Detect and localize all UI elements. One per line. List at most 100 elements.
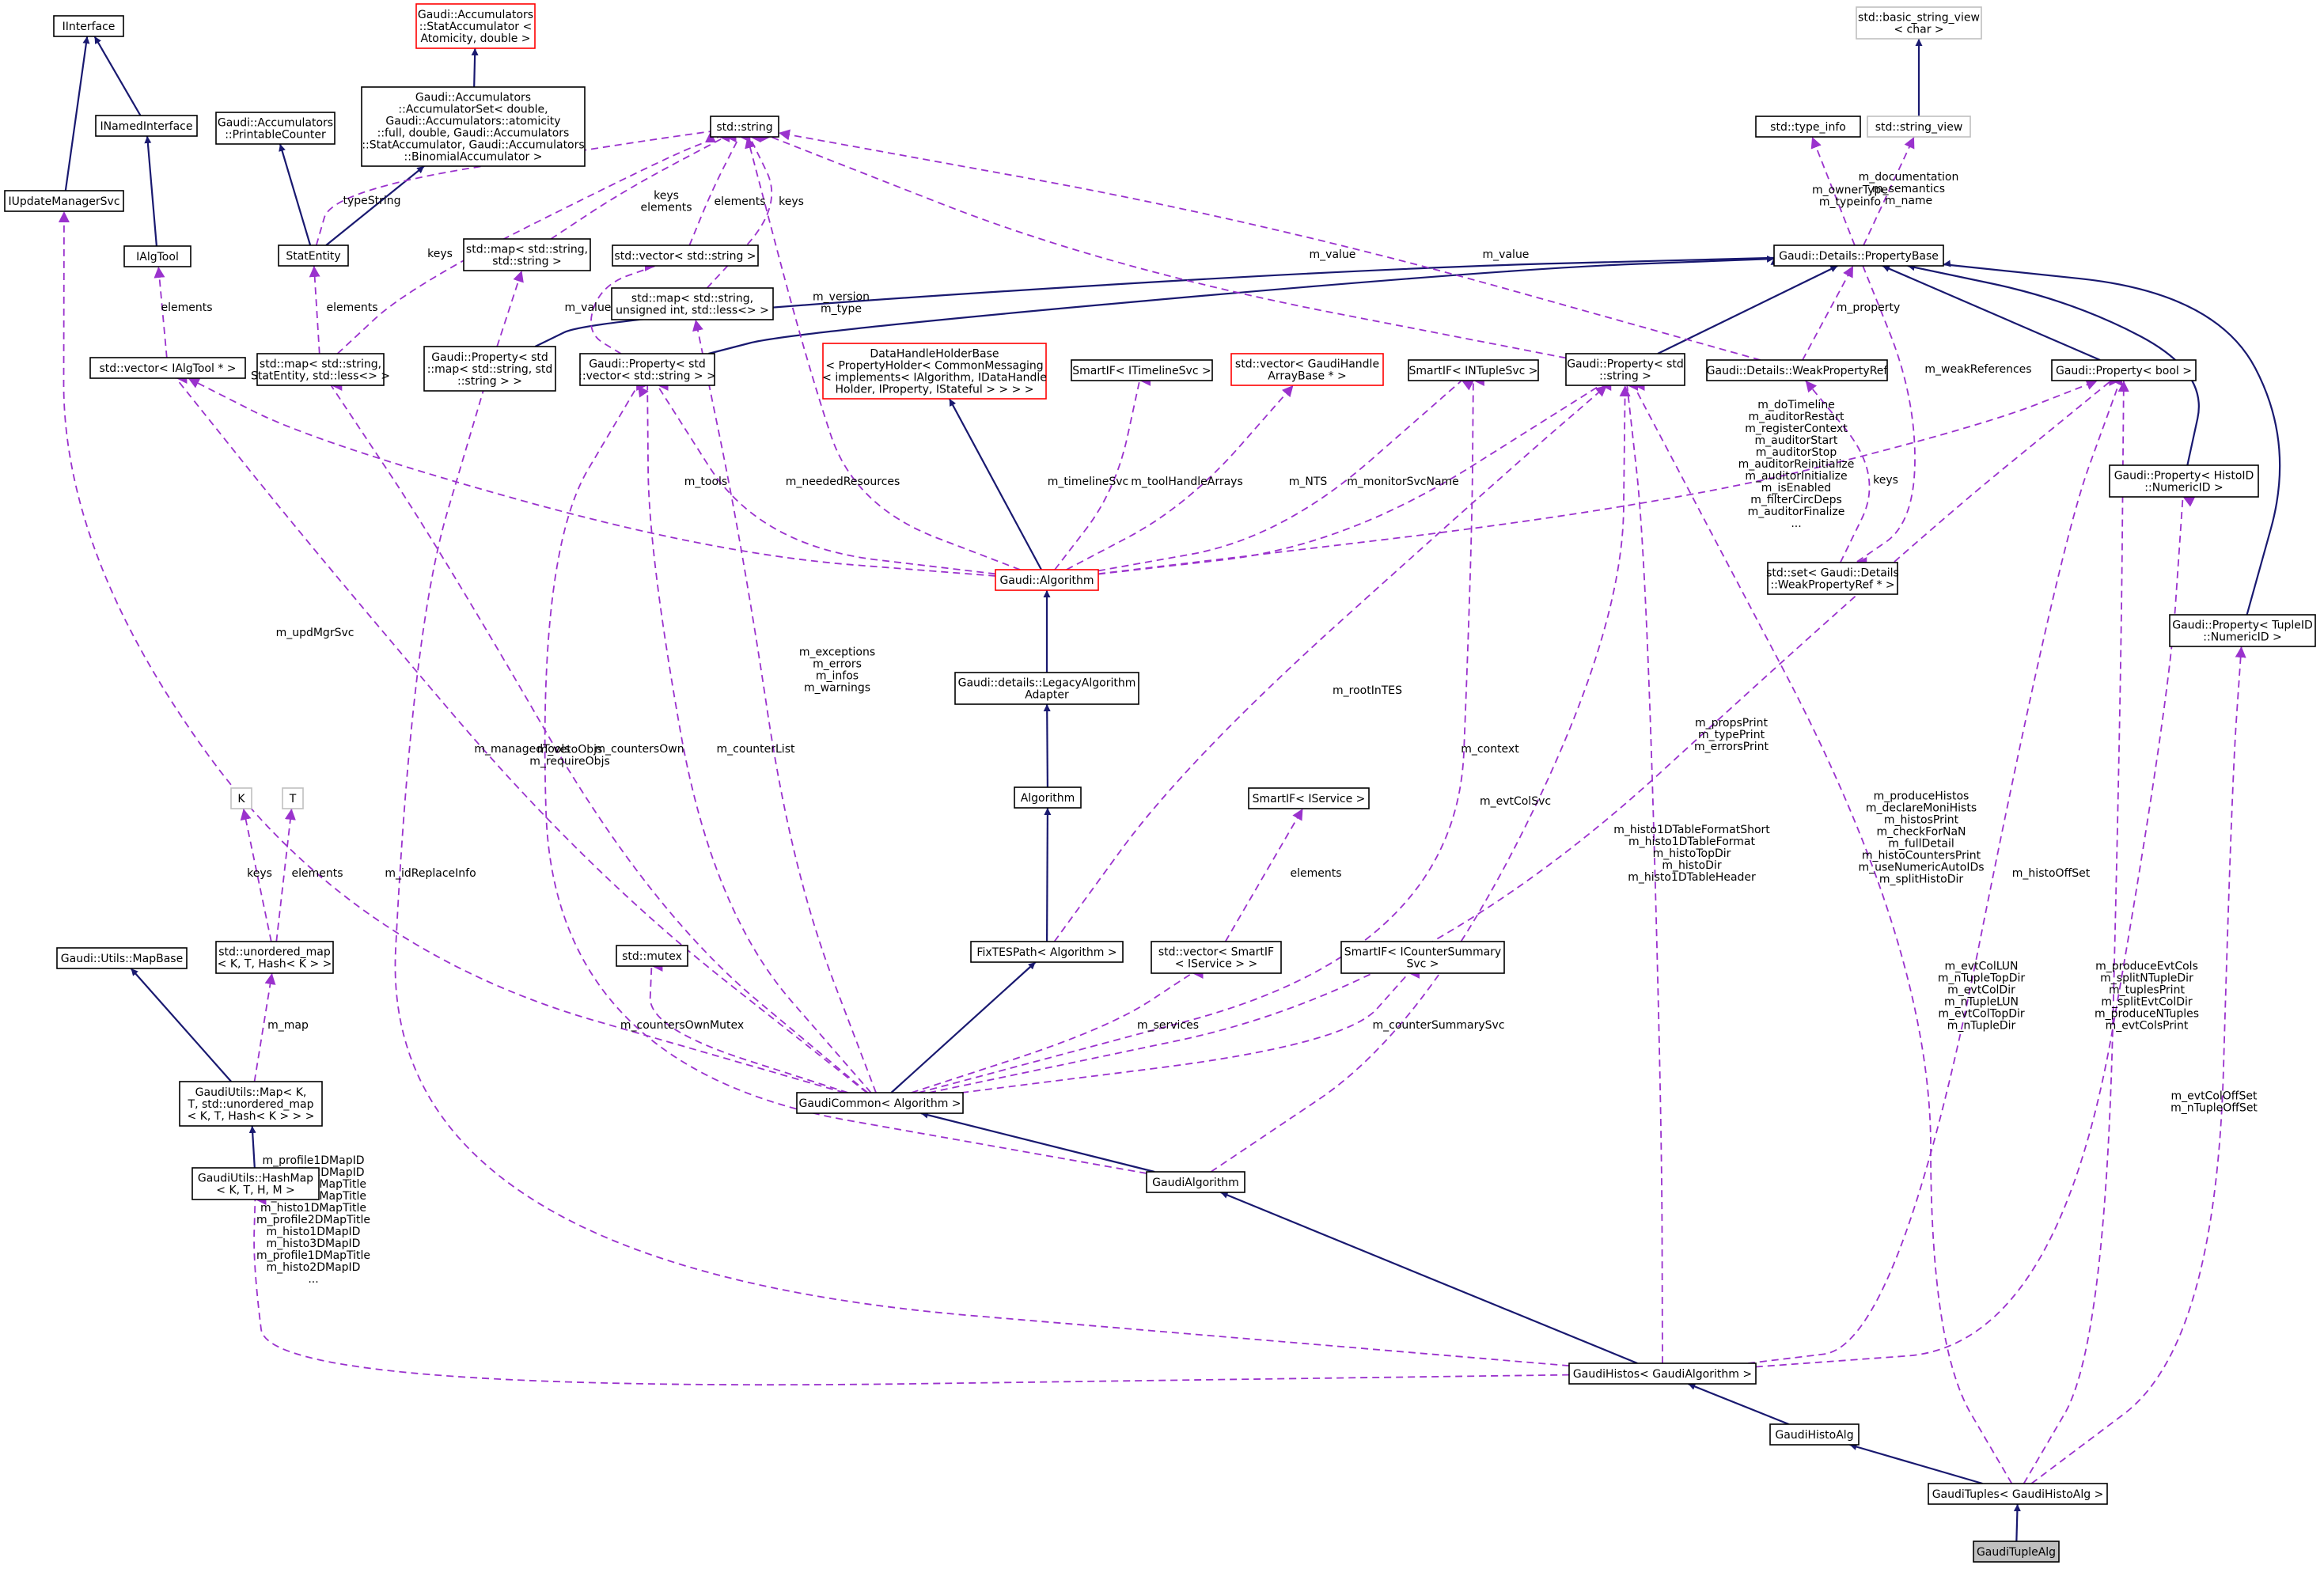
edge-label-elements2: elements: [161, 301, 212, 314]
node-label-line: GaudiUtils::Map< K,: [195, 1086, 307, 1099]
edge-label-line: elements: [161, 301, 212, 314]
class-node-smart_timeline[interactable]: SmartIF< ITimelineSvc >: [1071, 359, 1213, 381]
edge-path: [64, 36, 90, 191]
node-box: [215, 112, 336, 145]
class-node-stdstring[interactable]: std::string: [710, 116, 779, 138]
node-label-line: ::NumericID >: [2203, 631, 2281, 644]
class-node-mapbase[interactable]: Gaudi::Utils::MapBase: [56, 947, 188, 969]
usage-edge-gaudicommon-to-mutex: [646, 965, 848, 1093]
class-node-fixtes[interactable]: FixTESPath< Algorithm >: [970, 941, 1124, 963]
class-node-accset[interactable]: Gaudi::Accumulators::AccumulatorSet< dou…: [361, 86, 586, 167]
class-node-statentity[interactable]: StatEntity: [278, 244, 349, 267]
class-node-statacc[interactable]: Gaudi::Accumulators::StatAccumulator <At…: [415, 3, 536, 49]
class-node-gaudialgorithm[interactable]: GaudiAlgorithm: [1146, 1171, 1245, 1193]
class-node-ialgtool[interactable]: IAlgTool: [123, 245, 191, 267]
node-label-line: DataHandleHolderBase: [870, 348, 999, 361]
class-node-weakref[interactable]: Gaudi::Details::WeakPropertyRef: [1706, 359, 1889, 381]
usage-edge-gaudihistos-to-prop_bool: [1747, 380, 2126, 1364]
edge-label-mproperty: m_property: [1837, 301, 1901, 314]
class-node-gauditoplealg[interactable]: GaudiTupleAlg: [1973, 1541, 2060, 1563]
usage-edge-statentity-to-stdstring: [315, 127, 711, 246]
class-node-prop_tupleid[interactable]: Gaudi::Property< TupleID::NumericID >: [2169, 614, 2316, 647]
edge-label-line: m_nTupleOffSet: [2170, 1102, 2258, 1115]
usage-edge-vec_smart-to-smart_iservice: [1224, 808, 1304, 942]
class-node-vec_str[interactable]: std::vector< std::string >: [612, 244, 759, 267]
edge-path: [1882, 264, 2101, 362]
node-label-line: unsigned int, std::less<> >: [616, 305, 769, 317]
edge-label-keys1: keys: [779, 195, 804, 208]
class-node-set_weak[interactable]: std::set< Gaudi::Details::WeakPropertyRe…: [1766, 562, 1899, 595]
class-node-gaudicommon[interactable]: GaudiCommon< Algorithm >: [796, 1092, 964, 1114]
edge-label-mvalue2: m_value: [1310, 248, 1356, 261]
class-node-vec_smart[interactable]: std::vector< SmartIF< IService > >: [1151, 941, 1282, 974]
edge-label-mroot: m_rootInTES: [1333, 684, 1402, 697]
class-node-prop_vec[interactable]: Gaudi::Property< std::vector< std::strin…: [578, 353, 716, 386]
node-label-line: std::string_view: [1875, 121, 1963, 134]
node-box: [970, 941, 1124, 963]
usage-edge-prop_map-to-map_str_str: [496, 270, 524, 347]
edge-path: [2023, 380, 2129, 1484]
class-node-algorithm[interactable]: Algorithm: [1014, 786, 1082, 809]
class-node-prop_map[interactable]: Gaudi::Property< std::map< std::string, …: [423, 346, 556, 392]
edge-path: [1863, 136, 1915, 246]
class-node-propbase[interactable]: Gaudi::Details::PropertyBase: [1773, 244, 1944, 267]
class-node-unordered_map[interactable]: std::unordered_map< K, T, Hash< K > >: [215, 941, 334, 974]
class-node-map_str_str[interactable]: std::map< std::string,std::string >: [463, 238, 591, 271]
edge-path: [1810, 136, 1856, 246]
class-node-typeinfo[interactable]: std::type_info: [1755, 116, 1861, 138]
class-node-printcounter[interactable]: Gaudi::Accumulators::PrintableCounter: [215, 112, 336, 145]
edge-path: [253, 972, 276, 1082]
edge-label-line: m_histo1DTableFormatShort: [1613, 824, 1770, 836]
class-node-gaudihistos[interactable]: GaudiHistos< GaudiAlgorithm >: [1568, 1362, 1757, 1385]
class-node-k[interactable]: K: [230, 787, 252, 809]
edge-path: [550, 136, 726, 240]
class-node-iupdatemanagersvc[interactable]: IUpdateManagerSvc: [4, 190, 124, 212]
class-node-iinterface[interactable]: IInterface: [53, 15, 124, 37]
class-node-gaudiutils_map[interactable]: GaudiUtils::Map< K,T, std::unordered_map…: [179, 1081, 323, 1127]
class-node-map_statentity[interactable]: std::map< std::string,StatEntity, std::l…: [251, 353, 390, 386]
class-node-vec_ialgtool[interactable]: std::vector< IAlgTool * >: [89, 357, 246, 379]
class-node-prop_bool[interactable]: Gaudi::Property< bool >: [2051, 359, 2197, 381]
inheritance-edge-gaudicommon-to-fixtes: [890, 961, 1037, 1093]
edge-label-line: m_histo3DMapID: [267, 1237, 361, 1250]
class-node-map_str_uint[interactable]: std::map< std::string,unsigned int, std:…: [611, 287, 774, 320]
inheritance-edge-inamedinterface-to-iinterface: [93, 36, 142, 116]
class-node-strview[interactable]: std::string_view: [1867, 116, 1971, 138]
class-node-prop_histoid[interactable]: Gaudi::Property< HistoID::NumericID >: [2109, 464, 2259, 498]
node-box: [2051, 359, 2197, 381]
edge-label-line: m_auditorStop: [1756, 446, 1837, 459]
class-node-gaudialgorithm_base[interactable]: Gaudi::Algorithm: [995, 569, 1099, 591]
edge-path: [1747, 380, 2126, 1364]
inheritance-edge-hashmap-to-gaudiutils_map: [248, 1125, 256, 1169]
usage-edge-map_str_str-to-stdstring: [550, 136, 726, 240]
node-label-line: T, std::unordered_map: [188, 1098, 314, 1111]
usage-edge-gaudituples-to-prop_bool: [2023, 380, 2129, 1484]
class-node-datahandle[interactable]: DataHandleHolderBase< PropertyHolder< Co…: [822, 343, 1047, 400]
class-node-inamedinterface[interactable]: INamedInterface: [95, 115, 198, 137]
node-label-line: Gaudi::Accumulators: [218, 117, 333, 130]
edge-label-line: typeString: [343, 195, 400, 207]
class-node-bsv[interactable]: std::basic_string_view< char >: [1856, 6, 1982, 40]
class-node-prop_str[interactable]: Gaudi::Property< std::string >: [1565, 353, 1685, 386]
edge-path: [336, 136, 719, 354]
class-node-smart_iservice[interactable]: SmartIF< IService >: [1248, 787, 1370, 809]
edge-label-line: elements: [640, 202, 692, 214]
node-box: [995, 569, 1099, 591]
class-node-hashmap[interactable]: GaudiUtils::HashMap< K, T, H, M >: [191, 1167, 320, 1200]
class-node-mutex[interactable]: std::mutex: [616, 945, 688, 967]
node-box: [579, 353, 715, 386]
edge-label-line: m_produceNTuples: [2095, 1008, 2199, 1021]
class-node-smart_ntuple[interactable]: SmartIF< INTupleSvc >: [1408, 359, 1539, 381]
node-box: [415, 3, 536, 49]
node-label-line: ::map< std::string, std: [427, 363, 553, 376]
class-node-gaudituples[interactable]: GaudiTuples< GaudiHistoAlg >: [1928, 1483, 2108, 1505]
class-node-t[interactable]: T: [282, 787, 304, 809]
edge-label-line: m_errorsPrint: [1694, 741, 1769, 753]
node-label-line: std::type_info: [1770, 121, 1846, 134]
class-node-gaudihistoalg[interactable]: GaudiHistoAlg: [1769, 1423, 1860, 1446]
